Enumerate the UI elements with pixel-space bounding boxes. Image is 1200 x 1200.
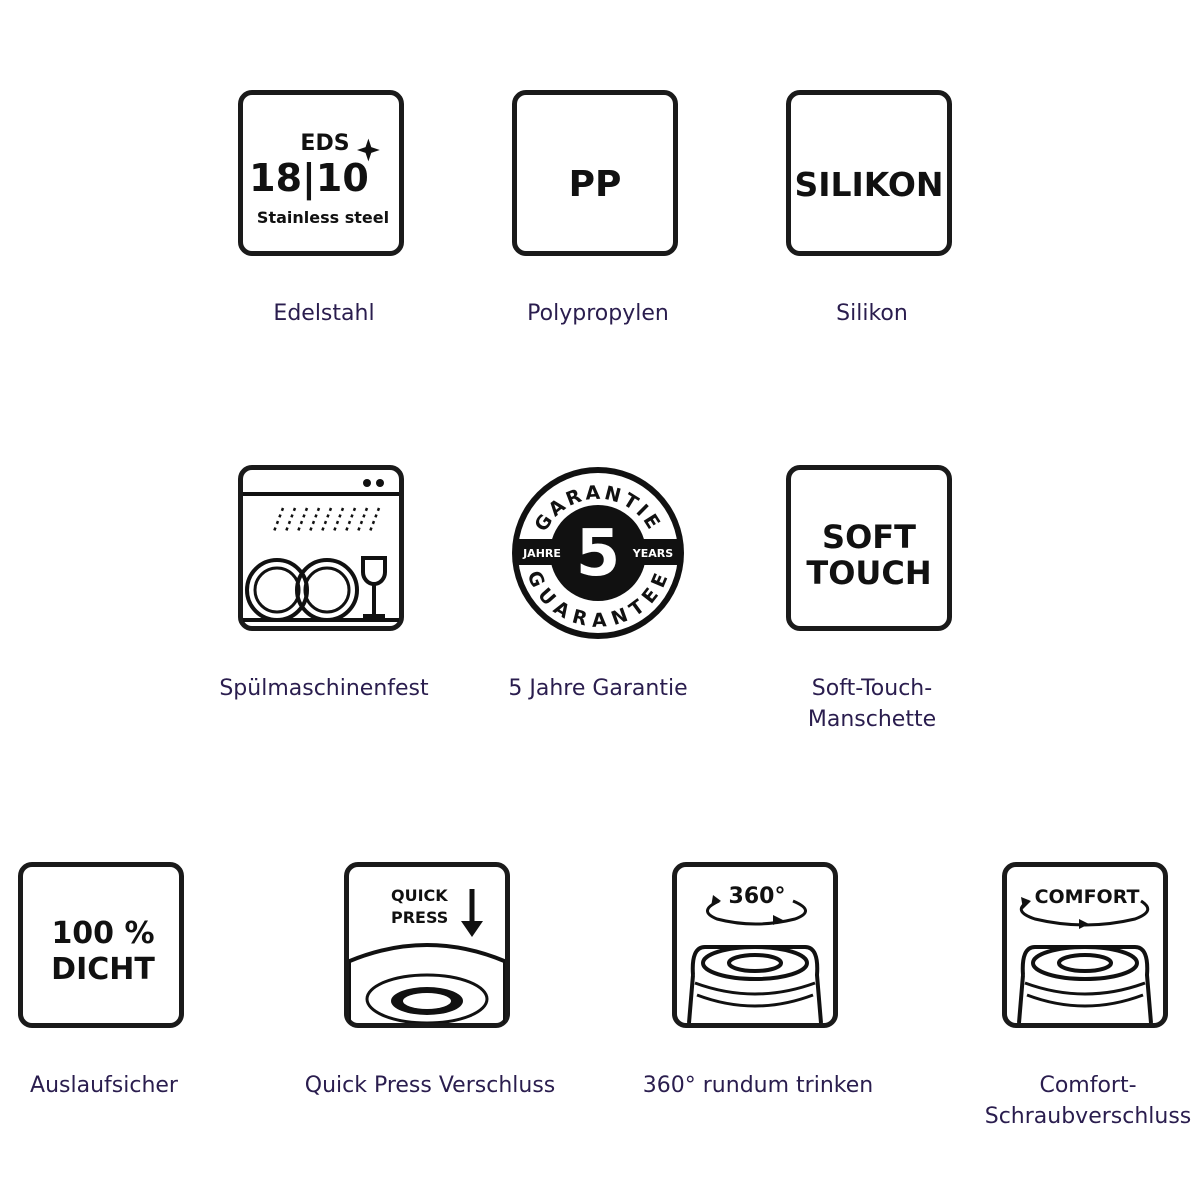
silikon-icon: SILIKON — [786, 90, 952, 256]
svg-text:EDS: EDS — [300, 131, 349, 156]
svg-text:360°: 360° — [729, 884, 786, 909]
svg-text:QUICK: QUICK — [391, 886, 448, 905]
svg-text:COMFORT: COMFORT — [1035, 886, 1140, 908]
svg-text:SILIKON: SILIKON — [794, 165, 943, 204]
caption-rundum: 360° rundum trinken — [642, 1073, 874, 1098]
svg-text:DICHT: DICHT — [51, 952, 155, 987]
comfort-screw-cap-icon: COMFORT — [1002, 862, 1168, 1028]
caption-softtouch: Soft-Touch- Manschette — [722, 673, 1022, 735]
caption-spuelmaschine: Spülmaschinenfest — [219, 676, 429, 701]
caption-softtouch-line2: Manschette — [807, 707, 937, 732]
svg-text:YEARS: YEARS — [632, 547, 673, 560]
svg-text:Stainless steel: Stainless steel — [257, 208, 389, 227]
caption-comfort-line2: Schraubverschluss — [984, 1104, 1192, 1129]
soft-touch-icon: SOFT TOUCH — [786, 465, 952, 631]
svg-text:SOFT: SOFT — [822, 518, 916, 556]
caption-comfort: Comfort- Schraubverschluss — [938, 1070, 1200, 1132]
svg-text:TOUCH: TOUCH — [806, 554, 931, 592]
pp-icon: PP — [512, 90, 678, 256]
svg-text:100 %: 100 % — [51, 916, 154, 951]
caption-edelstahl: Edelstahl — [273, 301, 375, 326]
leakproof-icon: 100 % DICHT — [18, 862, 184, 1028]
stainless-steel-icon: EDS 18|10 Stainless steel — [238, 90, 404, 256]
svg-text:18|10: 18|10 — [249, 156, 369, 201]
svg-text:PP: PP — [569, 164, 622, 205]
dishwasher-icon — [238, 465, 404, 631]
caption-quickpress: Quick Press Verschluss — [304, 1073, 556, 1098]
caption-garantie: 5 Jahre Garantie — [508, 676, 688, 701]
svg-text:PRESS: PRESS — [391, 908, 448, 927]
guarantee-seal-icon: GARANTIE GUARANTEE 5 JAHRE YEARS — [512, 465, 688, 641]
caption-polypropylen: Polypropylen — [527, 301, 669, 326]
caption-silikon: Silikon — [836, 301, 908, 326]
quick-press-icon: QUICK PRESS — [344, 862, 510, 1028]
svg-text:5: 5 — [576, 517, 621, 591]
drink-360-icon: 360° — [672, 862, 838, 1028]
svg-text:JAHRE: JAHRE — [522, 547, 561, 560]
caption-softtouch-line1: Soft-Touch- — [811, 676, 933, 701]
caption-dicht: Auslaufsicher — [30, 1073, 178, 1098]
caption-comfort-line1: Comfort- — [1039, 1073, 1137, 1098]
